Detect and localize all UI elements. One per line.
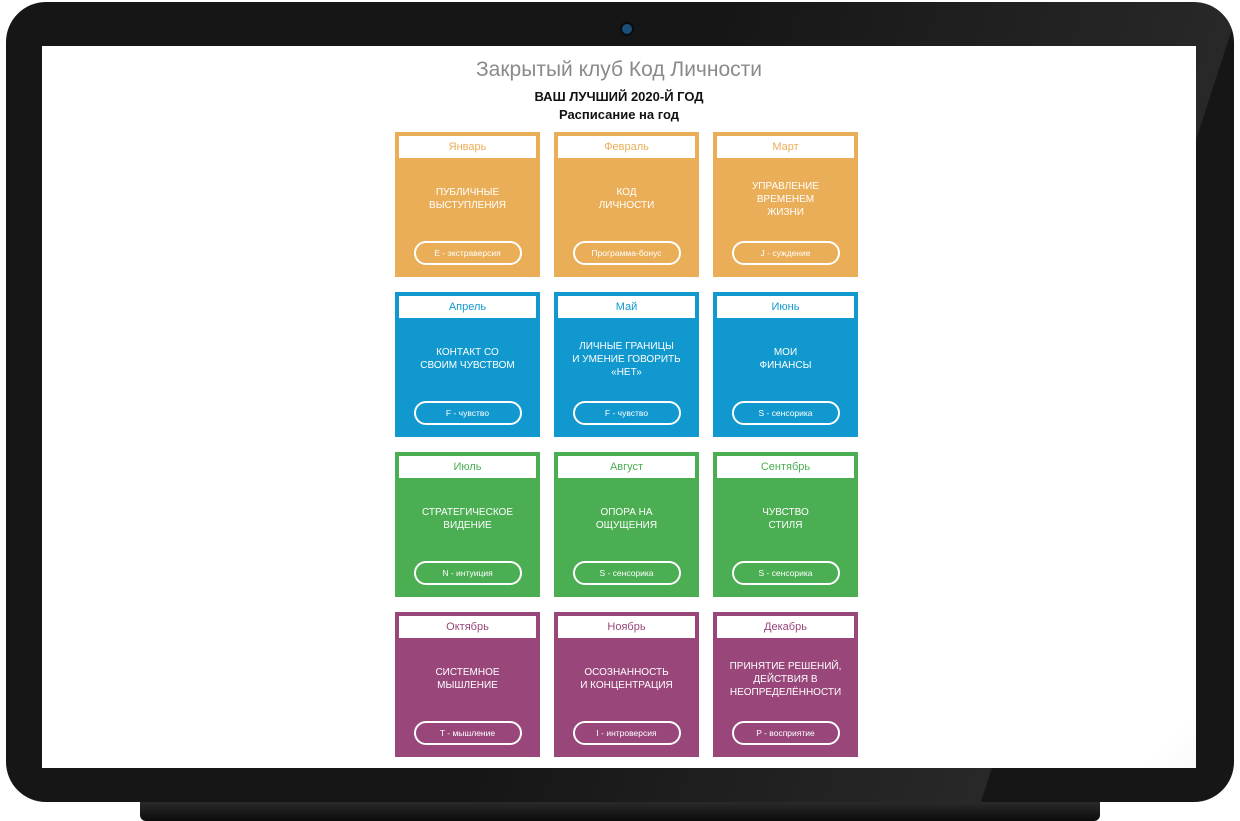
card-tag-button[interactable]: S - сенсорика xyxy=(731,561,840,585)
card-topic: КОНТАКТ СО СВОИМ ЧУВСТВОМ xyxy=(420,347,515,371)
card-month: Ноябрь xyxy=(558,616,695,638)
card-month: Февраль xyxy=(558,136,695,158)
card-topic: ОПОРА НА ОЩУЩЕНИЯ xyxy=(595,507,658,531)
card-topic: СИСТЕМНОЕ МЫШЛЕНИЕ xyxy=(435,667,500,691)
card-month: Январь xyxy=(399,136,536,158)
card-topic: ЛИЧНЫЕ ГРАНИЦЫ И УМЕНИЕ ГОВОРИТЬ «НЕТ» xyxy=(572,340,681,378)
laptop-base xyxy=(140,802,1100,821)
card-month: Май xyxy=(558,296,695,318)
card-topic: МОИ ФИНАНСЫ xyxy=(759,347,812,371)
card-tag-button[interactable]: F - чувство xyxy=(413,401,522,425)
card-tag-button[interactable]: S - сенсорика xyxy=(572,561,681,585)
page-title: Закрытый клуб Код Личности xyxy=(476,58,762,81)
card-month: Октябрь xyxy=(399,616,536,638)
page-caption: Расписание на год xyxy=(558,107,680,122)
card-topic: ПУБЛИЧНЫЕ ВЫСТУПЛЕНИЯ xyxy=(429,187,506,211)
card-tag-button[interactable]: I - интроверсия xyxy=(572,721,681,745)
card-month: Декабрь xyxy=(717,616,854,638)
card-tag-button[interactable]: J - суждение xyxy=(731,241,840,265)
screen-glare xyxy=(1122,646,1196,768)
card-topic: ПРИНЯТИЕ РЕШЕНИЙ, ДЕЙСТВИЯ В НЕОПРЕДЕЛЁН… xyxy=(729,660,842,698)
card-tag-button[interactable]: Программа-бонус xyxy=(572,241,681,265)
card-tag-button[interactable]: S - сенсорика xyxy=(731,401,840,425)
card-tag-button[interactable]: P - восприятие xyxy=(731,721,840,745)
card-month: Июль xyxy=(399,456,536,478)
card-topic: ОСОЗНАННОСТЬ И КОНЦЕНТРАЦИЯ xyxy=(580,667,673,691)
card-month: Август xyxy=(558,456,695,478)
card-month: Апрель xyxy=(399,296,536,318)
card-tag-button[interactable]: T - мышление xyxy=(413,721,522,745)
card-tag-button[interactable]: E - экстраверсия xyxy=(413,241,522,265)
card-topic: КОД ЛИЧНОСТИ xyxy=(598,187,655,211)
card-month: Июнь xyxy=(717,296,854,318)
card-tag-button[interactable]: F - чувство xyxy=(572,401,681,425)
card-topic: СТРАТЕГИЧЕСКОЕ ВИДЕНИЕ xyxy=(422,507,513,531)
card-month: Сентябрь xyxy=(717,456,854,478)
card-month: Март xyxy=(717,136,854,158)
card-tag-button[interactable]: N - интуиция xyxy=(413,561,522,585)
card-topic: УПРАВЛЕНИЕ ВРЕМЕНЕМ ЖИЗНИ xyxy=(751,180,820,218)
screen: Закрытый клуб Код Личности ВАШ ЛУЧШИЙ 20… xyxy=(42,46,1196,768)
card-topic: ЧУВСТВО СТИЛЯ xyxy=(762,507,809,531)
page-subtitle: ВАШ ЛУЧШИЙ 2020-Й ГОД xyxy=(534,89,704,104)
webcam-icon xyxy=(620,22,634,36)
